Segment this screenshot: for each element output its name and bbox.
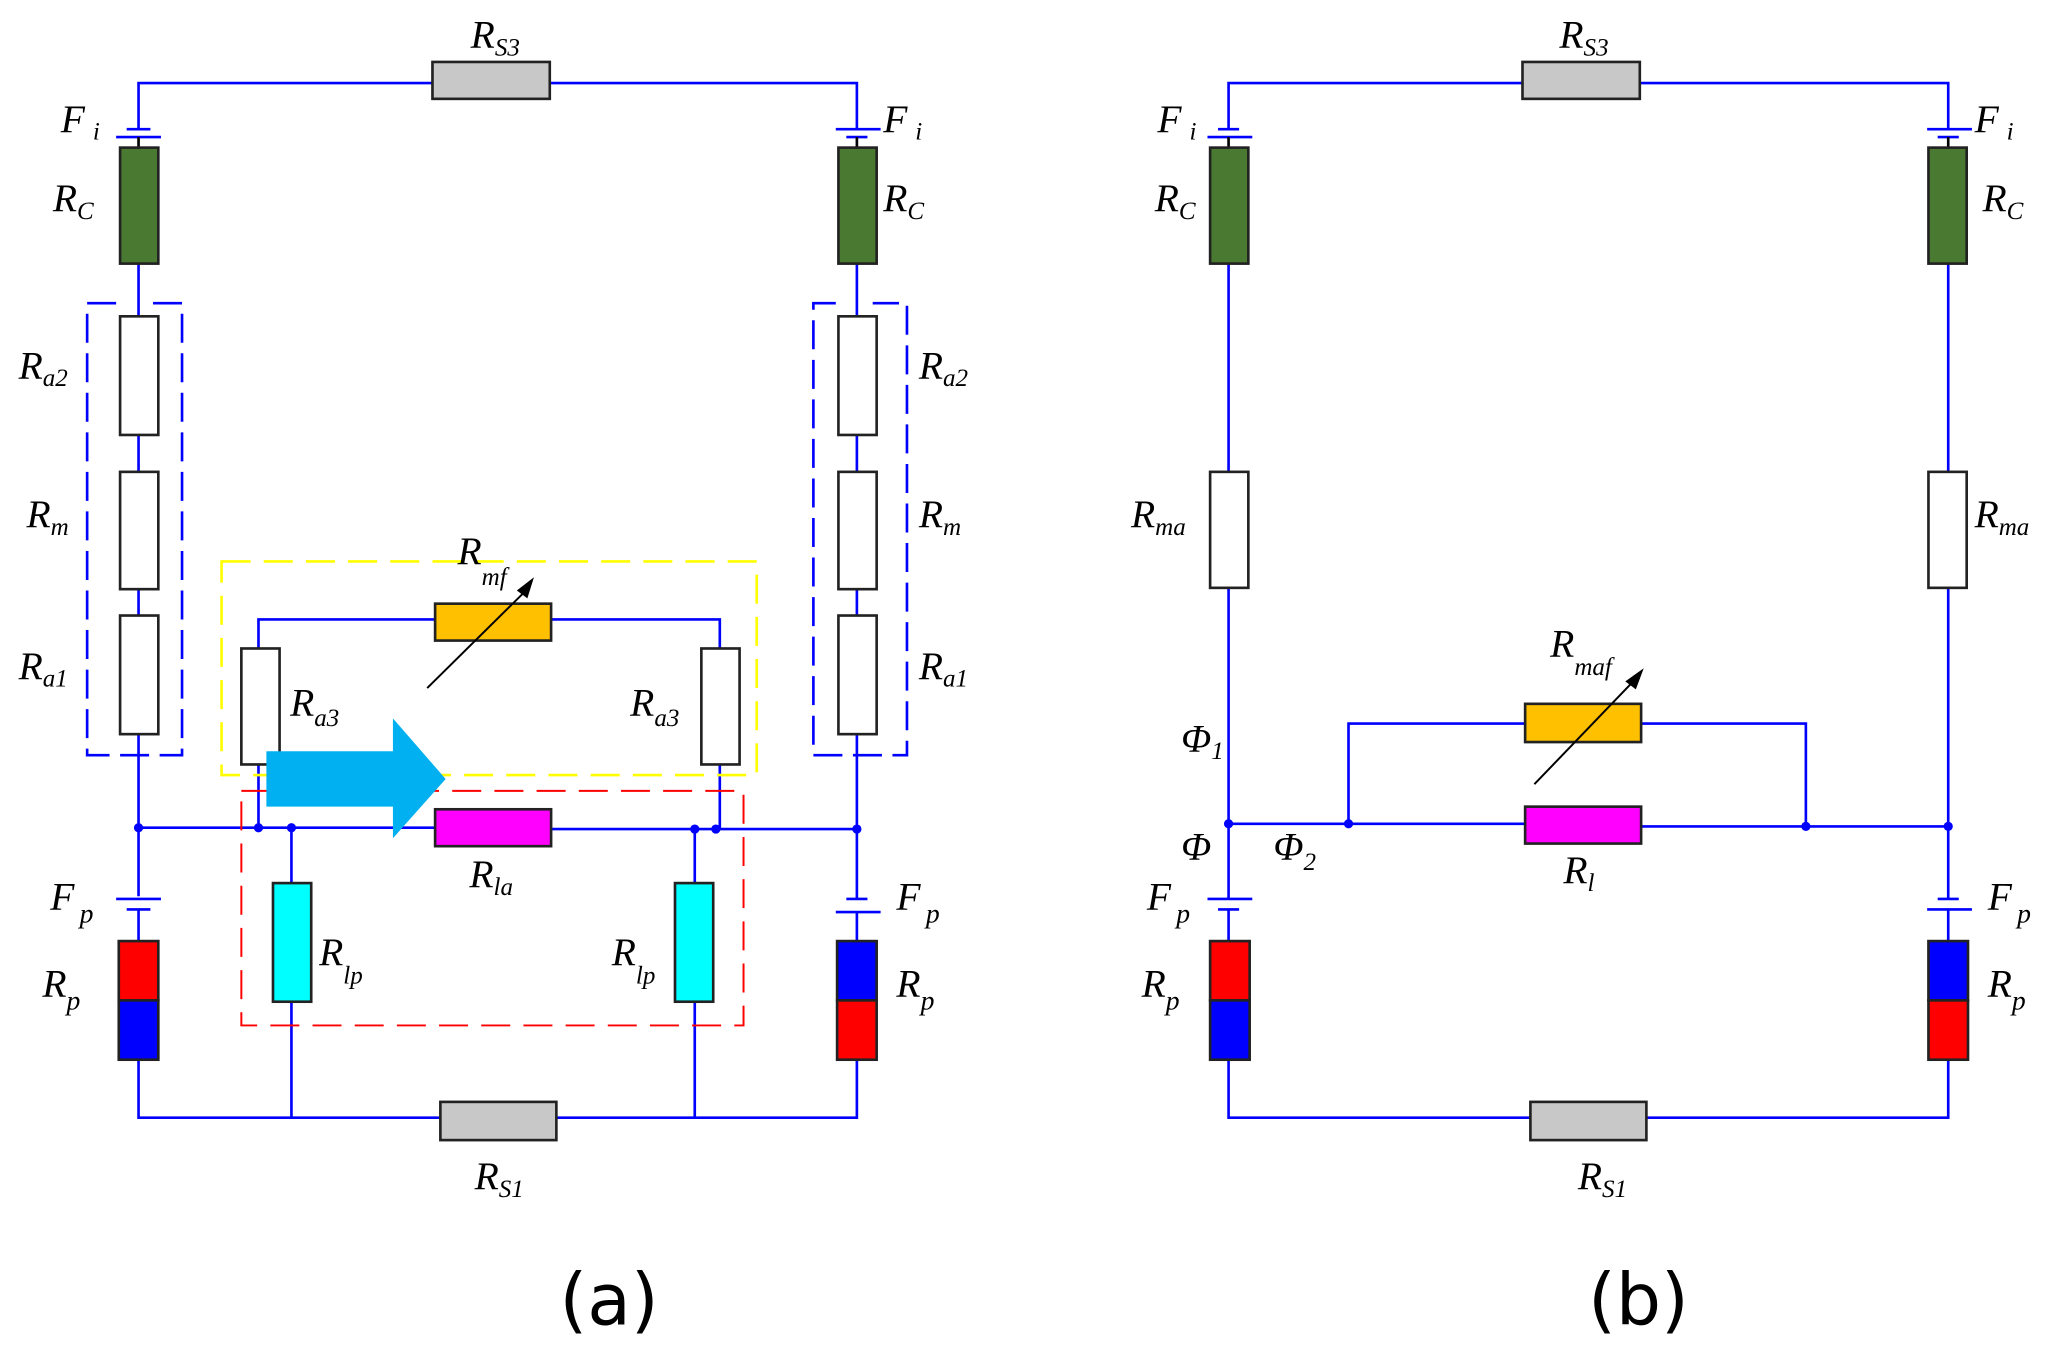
b-label-rs1: RS1 xyxy=(1577,1154,1627,1203)
ra3-right-resistor xyxy=(700,647,741,766)
b-label-rma-left: Rma xyxy=(1130,492,1186,541)
b-rmaf-resistor xyxy=(1523,702,1643,744)
label-rm-left: Rm xyxy=(26,492,69,541)
rm-right-resistor xyxy=(837,470,878,591)
rla-resistor xyxy=(433,807,553,848)
b-label-rma-right: Rma xyxy=(1974,492,2030,541)
ra3-left-resistor xyxy=(240,647,281,766)
label-rm-right: Rm xyxy=(918,492,961,541)
ra1-left-resistor xyxy=(118,614,160,736)
yellow-dashed-region xyxy=(220,560,759,777)
caption-a: (a) xyxy=(560,1259,659,1342)
rc-left-resistor xyxy=(118,146,160,265)
b-label-phi: Φ xyxy=(1181,824,1211,868)
label-ra1-left: Ra1 xyxy=(18,644,68,693)
b-rs1-resistor xyxy=(1529,1100,1648,1142)
label-ra2-right: Ra2 xyxy=(918,343,968,392)
label-rmf: Rmf xyxy=(457,529,510,591)
label-rp-left: Rp xyxy=(41,961,80,1015)
label-rc-right: RC xyxy=(882,176,924,225)
rm-left-resistor xyxy=(118,470,160,591)
b-rma-right-resistor xyxy=(1927,470,1968,590)
caption-b: (b) xyxy=(1588,1259,1689,1342)
b-label-rs3: RS3 xyxy=(1558,12,1608,61)
b-fp-left-source xyxy=(1207,897,1253,911)
b-rp-right-magnet xyxy=(1927,939,1970,1062)
label-ra3-right: Ra3 xyxy=(629,681,679,733)
b-rp-left-magnet xyxy=(1208,939,1251,1062)
red-dashed-region xyxy=(240,789,745,1027)
ra2-left-resistor xyxy=(118,315,160,437)
variable-arrow-icon xyxy=(426,577,534,689)
panel-a-junctions xyxy=(133,823,862,834)
label-rp-right: Rp xyxy=(895,961,934,1015)
rp-left-magnet xyxy=(117,939,160,1062)
b-rc-right-resistor xyxy=(1927,146,1968,265)
panel-a-wires xyxy=(85,81,909,1120)
label-rla: Rla xyxy=(468,852,513,901)
fp-left-source xyxy=(116,897,161,911)
label-ra2-left: Ra2 xyxy=(18,343,68,392)
b-label-phi2: Φ2 xyxy=(1273,824,1316,876)
label-rlp-left: Rlp xyxy=(318,930,363,989)
b-label-phi1: Φ1 xyxy=(1181,716,1224,765)
b-label-rc-left: RC xyxy=(1154,176,1196,225)
label-ra1-right: Ra1 xyxy=(918,644,968,693)
panel-a: RS3 Fi Fi RC RC Ra2 Ra2 Rm Rm Ra1 Ra1 Rm… xyxy=(18,12,968,1341)
fp-right-source xyxy=(835,897,881,914)
panel-b-wires xyxy=(1227,81,1950,1120)
b-label-rc-right: RC xyxy=(1981,176,2023,225)
b-fp-right-source xyxy=(1927,897,1972,911)
b-label-rmaf: Rmaf xyxy=(1549,621,1615,680)
b-fi-right-source xyxy=(1927,127,1972,148)
b-label-rl: Rl xyxy=(1562,848,1594,897)
b-fi-left-source xyxy=(1207,127,1253,148)
b-variable-arrow-icon xyxy=(1533,668,1644,785)
label-rlp-right: Rlp xyxy=(611,930,656,989)
rs3-resistor xyxy=(431,60,552,101)
panel-b-junctions xyxy=(1223,819,1953,832)
b-rs3-resistor xyxy=(1521,60,1642,101)
b-label-rp-right: Rp xyxy=(1987,961,2026,1015)
label-rc-left: RC xyxy=(52,176,94,225)
rlp-left-resistor xyxy=(271,881,313,1004)
b-rc-left-resistor xyxy=(1208,146,1250,265)
label-ra3-left: Ra3 xyxy=(289,681,339,733)
b-rl-resistor xyxy=(1523,805,1643,845)
label-rs3: RS3 xyxy=(470,12,520,61)
fi-right-source xyxy=(835,127,881,148)
ra1-right-resistor xyxy=(837,614,878,736)
b-rma-left-resistor xyxy=(1208,470,1250,590)
ra2-right-resistor xyxy=(837,315,878,437)
b-label-rp-left: Rp xyxy=(1141,961,1180,1015)
flux-direction-arrow-icon xyxy=(266,718,446,839)
rc-right-resistor xyxy=(837,146,878,265)
rlp-right-resistor xyxy=(673,881,715,1004)
fi-left-source xyxy=(116,127,161,148)
label-rs1: RS1 xyxy=(474,1154,524,1203)
rp-right-magnet xyxy=(835,939,878,1062)
rs1-resistor xyxy=(439,1100,558,1142)
